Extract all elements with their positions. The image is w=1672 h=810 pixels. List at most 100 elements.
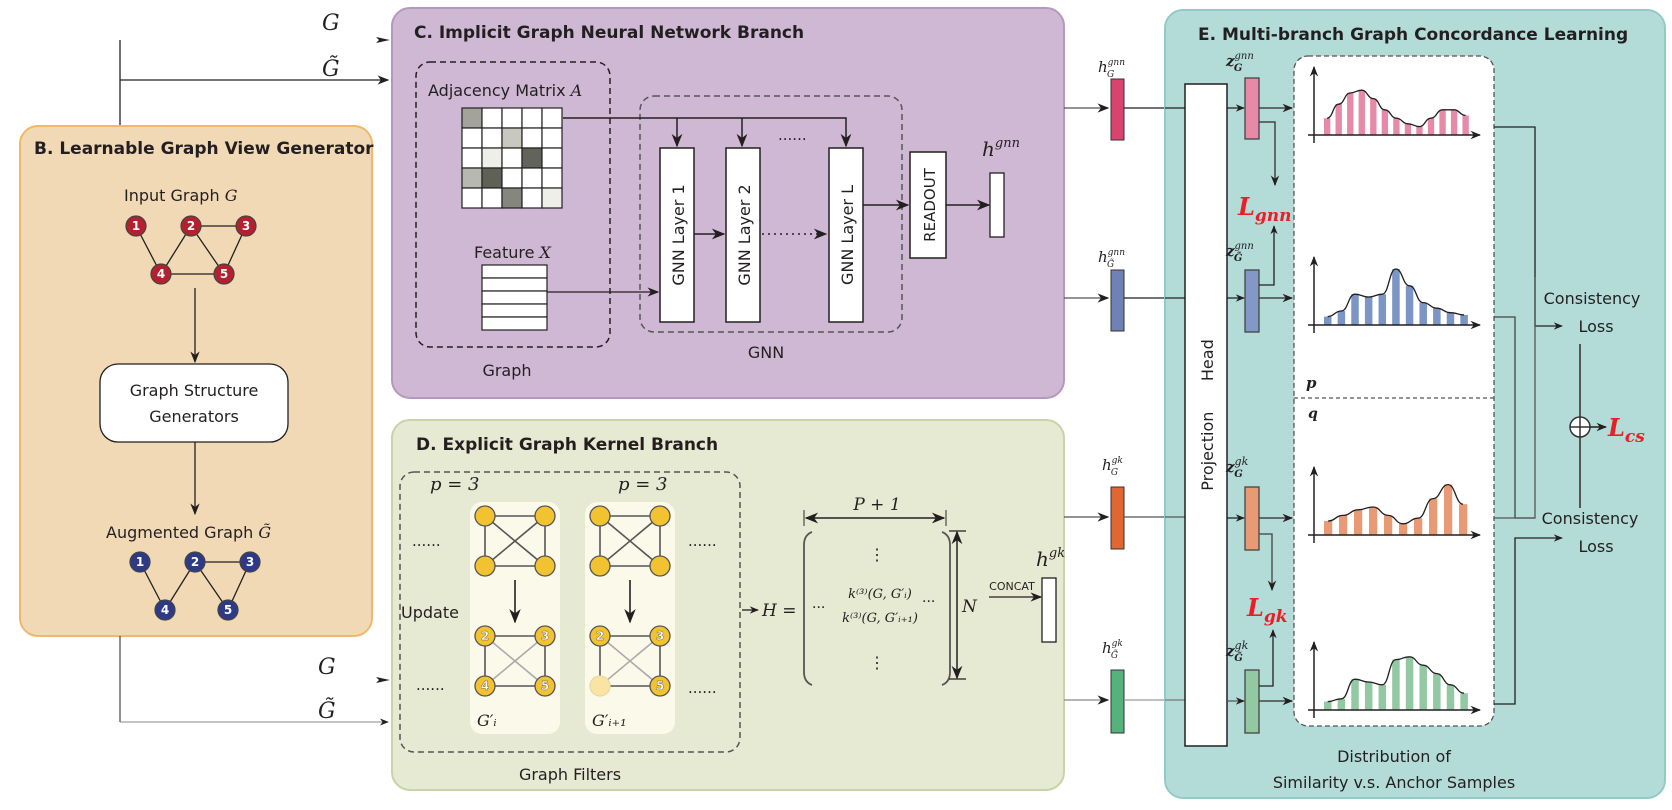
distribution-bar — [1462, 115, 1469, 135]
distribution-bar — [1419, 665, 1427, 710]
graph-node-label: 2 — [191, 555, 199, 569]
matrix-cell — [541, 147, 563, 169]
gnn-layer-1-label: GNN Layer 1 — [669, 184, 688, 285]
panel-c-gnn-branch: C. Implicit Graph Neural Network Branch … — [391, 7, 1065, 399]
distribution-bar — [1460, 693, 1468, 710]
distribution-bar — [1378, 684, 1387, 710]
distribution-bar — [1347, 93, 1354, 135]
filter-node — [589, 555, 611, 577]
projection-head[interactable] — [1184, 83, 1228, 747]
gnn-layer-2[interactable] — [725, 147, 761, 323]
distribution-bar — [1450, 109, 1458, 135]
filter-node-label: 5 — [656, 679, 664, 693]
distribution-bar — [1444, 484, 1453, 535]
matrix-cell — [461, 147, 483, 169]
feature-row — [481, 277, 548, 292]
h-gnn-Gt-vector — [1110, 269, 1125, 332]
filter-node — [474, 625, 496, 647]
input-flow-bottom: G G̃ — [119, 636, 390, 726]
distribution-bar — [1337, 311, 1346, 325]
generator-label-1: Graph Structure — [130, 381, 259, 400]
distribution-bar — [1381, 109, 1389, 135]
distribution-bar — [1392, 269, 1400, 325]
graph-node-label: 3 — [246, 555, 254, 569]
input-g-tilde-label: G̃ — [322, 56, 340, 82]
matrix-hdots-right: ··· — [922, 594, 935, 610]
h-gnn-G-vector — [1110, 78, 1125, 141]
graph-node-label: 4 — [157, 267, 165, 281]
panel-e-concordance: E. Multi-branch Graph Concordance Learni… — [1164, 9, 1666, 799]
feature-row — [481, 316, 548, 331]
filter-node-label: 3 — [656, 629, 664, 643]
h-gnn-label: hgnn — [982, 136, 1020, 161]
loss-gk-label: Lgk — [1246, 593, 1288, 627]
feature-row — [481, 264, 548, 279]
filter-dots-right-bottom: ...... — [688, 679, 717, 697]
p-label-1: p = 3 — [430, 474, 480, 495]
graph-caption: Graph — [482, 361, 531, 380]
h-gnn-vector — [989, 172, 1005, 238]
filter-node — [534, 625, 556, 647]
arrow-icon — [376, 37, 390, 43]
graph-node — [150, 263, 172, 285]
graph-node — [217, 599, 239, 621]
gnn-layer-1[interactable] — [659, 147, 695, 323]
height-label: N — [961, 597, 978, 617]
graph-structure-generators-box[interactable] — [99, 363, 289, 443]
panel-b-title: B. Learnable Graph View Generator — [34, 139, 374, 159]
matrix-cell — [541, 187, 563, 209]
distribution-caption-1: Distribution of — [1337, 747, 1451, 766]
distribution-chart-gnn-Gt — [1308, 255, 1482, 333]
matrix-cell — [541, 107, 563, 129]
filter-node — [649, 555, 671, 577]
adjacency-label: Adjacency Matrix A — [428, 81, 582, 100]
similarity-distributions — [1308, 65, 1482, 718]
distribution-bar — [1446, 684, 1455, 710]
graph-node — [125, 215, 147, 237]
distribution-box — [1293, 55, 1495, 727]
distribution-bar — [1429, 498, 1438, 535]
matrix-cell — [541, 127, 563, 149]
distribution-chart-gk-Gt — [1308, 640, 1482, 718]
filter-node — [649, 675, 671, 697]
distribution-bar — [1419, 302, 1427, 325]
consistency-loss-1-line2: Loss — [1578, 317, 1613, 336]
distribution-curve — [1326, 89, 1466, 128]
matrix-cell — [461, 107, 483, 129]
panel-b-view-generator: B. Learnable Graph View Generator Input … — [19, 125, 374, 637]
distribution-bar — [1351, 294, 1359, 325]
graph-node-label: 4 — [161, 603, 169, 617]
filter-node — [474, 675, 496, 697]
gnn-layer-L[interactable] — [828, 147, 864, 323]
matrix-cell — [521, 187, 543, 209]
distribution-curve — [1328, 483, 1464, 525]
h-equation: H = — [761, 601, 796, 621]
panel-d-title: D. Explicit Graph Kernel Branch — [416, 435, 718, 455]
layer-dots-top: ...... — [778, 126, 807, 144]
augmented-graph-label: Augmented Graph G̃ — [106, 523, 271, 542]
distribution-bar — [1324, 118, 1331, 135]
distribution-bar — [1446, 312, 1455, 325]
distribution-bar — [1369, 507, 1378, 535]
graph-node-label: 3 — [242, 219, 250, 233]
matrix-cell — [481, 167, 503, 189]
filter-node — [589, 625, 611, 647]
distribution-bar — [1324, 521, 1333, 535]
input-g-tilde-label-bottom: G̃ — [318, 698, 336, 724]
distribution-bar — [1324, 701, 1332, 710]
readout-box[interactable] — [909, 151, 947, 259]
width-label: P + 1 — [852, 495, 900, 515]
matrix-cell — [501, 167, 523, 189]
generator-label-2: Generators — [149, 407, 239, 426]
matrix-cell — [481, 147, 503, 169]
adjacency-matrix — [461, 107, 563, 209]
arrow-icon — [376, 677, 390, 683]
